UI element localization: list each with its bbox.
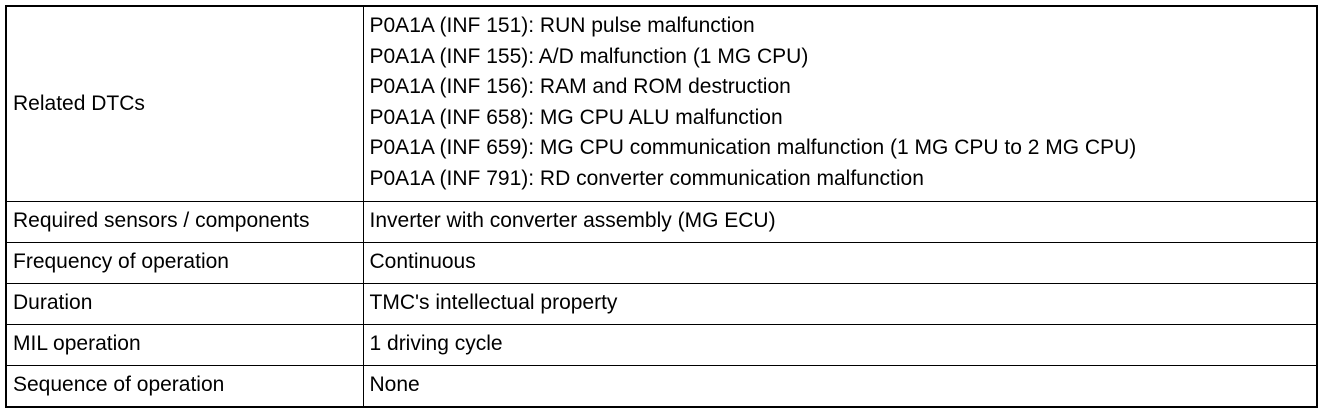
sequence-value: None	[362, 364, 1318, 408]
related-dtcs-list: P0A1A (INF 151): RUN pulse malfunction P…	[362, 5, 1318, 202]
table-row-mil-operation: MIL operation 1 driving cycle	[5, 323, 1318, 366]
duration-value: TMC's intellectual property	[362, 282, 1318, 325]
dtc-item: P0A1A (INF 659): MG CPU communication ma…	[369, 136, 1137, 160]
mil-operation-value: 1 driving cycle	[362, 323, 1318, 366]
dtc-item: P0A1A (INF 791): RD converter communicat…	[369, 166, 924, 190]
table-row-sequence: Sequence of operation None	[5, 364, 1318, 408]
monitor-spec-table: Related DTCs P0A1A (INF 151): RUN pulse …	[5, 5, 1318, 408]
sequence-label: Sequence of operation	[5, 364, 364, 408]
dtc-item: P0A1A (INF 658): MG CPU ALU malfunction	[369, 105, 783, 129]
duration-label: Duration	[5, 282, 364, 325]
table-row-required-sensors: Required sensors / components Inverter w…	[5, 200, 1318, 243]
frequency-value: Continuous	[362, 241, 1318, 284]
table-row-related-dtcs: Related DTCs P0A1A (INF 151): RUN pulse …	[5, 5, 1318, 202]
required-sensors-label: Required sensors / components	[5, 200, 364, 243]
mil-operation-label: MIL operation	[5, 323, 364, 366]
table-row-duration: Duration TMC's intellectual property	[5, 282, 1318, 325]
dtc-item: P0A1A (INF 155): A/D malfunction (1 MG C…	[369, 44, 809, 68]
table-row-frequency: Frequency of operation Continuous	[5, 241, 1318, 284]
dtc-item: P0A1A (INF 156): RAM and ROM destruction	[369, 75, 791, 99]
frequency-label: Frequency of operation	[5, 241, 364, 284]
required-sensors-value: Inverter with converter assembly (MG ECU…	[362, 200, 1318, 243]
related-dtcs-label: Related DTCs	[5, 5, 364, 202]
dtc-item: P0A1A (INF 151): RUN pulse malfunction	[369, 14, 755, 37]
